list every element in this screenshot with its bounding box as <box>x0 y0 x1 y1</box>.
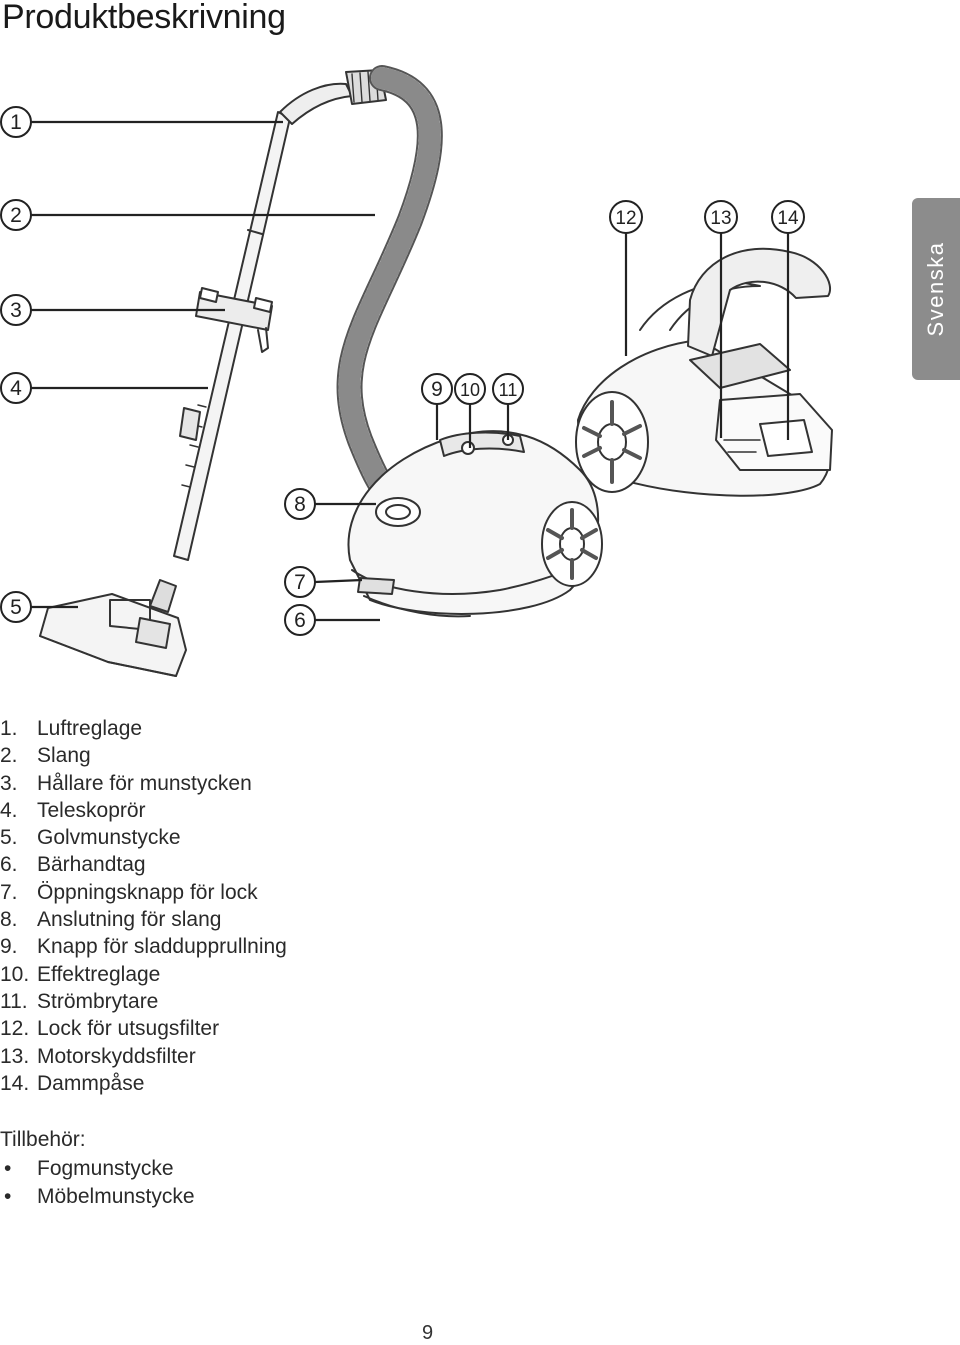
accessory-label: Möbelmunstycke <box>37 1185 195 1208</box>
callout-9: 9 <box>421 373 453 405</box>
language-tab-label: Svenska <box>923 241 948 337</box>
callout-3: 3 <box>0 294 32 326</box>
callout-6: 6 <box>284 604 316 636</box>
svg-text:12: 12 <box>615 208 636 229</box>
item-number: 4. <box>0 798 18 822</box>
bullet-icon: • <box>4 1157 12 1180</box>
list-item: 14. Dammpåse <box>0 1070 287 1097</box>
list-item: 11. Strömbrytare <box>0 988 287 1015</box>
svg-text:11: 11 <box>499 380 518 400</box>
item-number: 11. <box>0 989 28 1013</box>
item-label: Motorskyddsfilter <box>37 1044 196 1068</box>
svg-text:8: 8 <box>294 493 306 516</box>
item-number: 6. <box>0 853 18 877</box>
svg-text:7: 7 <box>294 571 306 594</box>
list-item: 2. Slang <box>0 742 287 769</box>
callout-8: 8 <box>284 488 316 520</box>
svg-text:5: 5 <box>10 596 22 619</box>
parts-list: 1. Luftreglage 2. Slang 3. Hållare för muns… <box>0 715 287 1097</box>
page-title: Produktbeskrivning <box>2 0 286 36</box>
item-number: 9. <box>0 935 18 959</box>
accessories-heading: Tillbehör: <box>0 1128 86 1151</box>
svg-text:13: 13 <box>710 208 731 229</box>
accessory-label: Fogmunstycke <box>37 1157 174 1180</box>
item-number: 7. <box>0 880 18 904</box>
item-label: Slang <box>37 744 91 768</box>
svg-text:1: 1 <box>10 111 22 134</box>
svg-text:10: 10 <box>460 380 480 400</box>
callout-1: 1 <box>0 106 32 138</box>
vacuum-cleaner-diagram: 1 2 3 4 5 6 7 8 9 10 11 12 13 14 <box>0 65 833 677</box>
item-label: Golvmunstycke <box>37 826 181 850</box>
callout-14: 14 <box>771 200 805 234</box>
callout-7: 7 <box>284 566 316 598</box>
callout-11: 11 <box>492 373 524 405</box>
list-item: 4. Teleskoprör <box>0 797 287 824</box>
list-item: • Fogmunstycke <box>0 1155 195 1183</box>
item-number: 2. <box>0 744 18 768</box>
svg-text:3: 3 <box>10 299 22 322</box>
callout-2: 2 <box>0 199 32 231</box>
leader-lines <box>30 120 790 622</box>
list-item: 13. Motorskyddsfilter <box>0 1043 287 1070</box>
svg-text:2: 2 <box>10 204 22 227</box>
item-number: 12. <box>0 1017 30 1041</box>
item-label: Lock för utsugsfilter <box>37 1017 220 1041</box>
item-label: Anslutning för slang <box>37 908 222 932</box>
svg-text:14: 14 <box>777 208 799 229</box>
accessories-list: • Fogmunstycke • Möbelmunstycke <box>0 1155 195 1211</box>
bullet-icon: • <box>4 1185 12 1208</box>
vacuum-illustration <box>39 65 833 677</box>
svg-text:4: 4 <box>10 377 22 400</box>
page-number: 9 <box>421 1322 434 1344</box>
callout-10: 10 <box>454 373 486 405</box>
item-number: 13. <box>0 1044 30 1068</box>
callout-4: 4 <box>0 372 32 404</box>
item-label: Hållare för munstycken <box>37 771 252 795</box>
svg-text:9: 9 <box>431 378 443 401</box>
item-number: 14. <box>0 1071 30 1095</box>
list-item: 5. Golvmunstycke <box>0 824 287 851</box>
list-item: 8. Anslutning för slang <box>0 906 287 933</box>
callout-12: 12 <box>609 200 643 234</box>
item-label: Teleskoprör <box>37 798 146 822</box>
item-number: 5. <box>0 826 18 850</box>
item-label: Effektreglage <box>37 962 161 986</box>
item-label: Luftreglage <box>37 717 143 740</box>
list-item: 3. Hållare för munstycken <box>0 770 287 797</box>
item-number: 10. <box>0 962 30 986</box>
item-label: Bärhandtag <box>37 853 146 877</box>
item-number: 1. <box>0 717 18 740</box>
callout-5: 5 <box>0 591 32 623</box>
svg-text:6: 6 <box>294 609 306 632</box>
item-number: 8. <box>0 908 18 932</box>
list-item: 7. Öppningsknapp för lock <box>0 879 287 906</box>
language-tab: Svenska <box>912 198 960 380</box>
callout-13: 13 <box>704 200 738 234</box>
item-label: Strömbrytare <box>37 989 159 1013</box>
item-label: Dammpåse <box>37 1071 145 1095</box>
list-item: 9. Knapp för sladdupprullning <box>0 933 287 960</box>
list-item: 12. Lock för utsugsfilter <box>0 1015 287 1042</box>
item-number: 3. <box>0 771 18 795</box>
list-item: • Möbelmunstycke <box>0 1183 195 1211</box>
item-label: Knapp för sladdupprullning <box>37 935 287 959</box>
list-item: 6. Bärhandtag <box>0 851 287 878</box>
list-item: 1. Luftreglage <box>0 715 287 742</box>
item-label: Öppningsknapp för lock <box>37 880 258 904</box>
list-item: 10. Effektreglage <box>0 961 287 988</box>
